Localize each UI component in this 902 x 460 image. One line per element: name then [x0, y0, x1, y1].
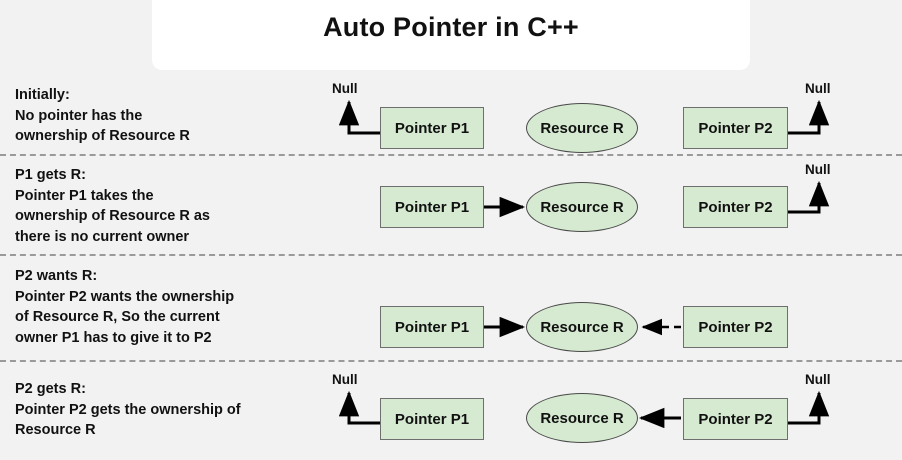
null-label-p1-row4: Null: [332, 372, 358, 387]
null-label-p2-row4: Null: [805, 372, 831, 387]
pointer-p2-box-row1[interactable]: Pointer P2: [683, 107, 788, 149]
row-divider-3: [0, 360, 902, 362]
null-label-p2-row1: Null: [805, 81, 831, 96]
row-description-p2-wants-r: P2 wants R: Pointer P2 wants the ownersh…: [15, 268, 235, 346]
row-description-initially: Initially: No pointer has the ownership …: [15, 87, 190, 144]
pointer-p1-box-row3[interactable]: Pointer P1: [380, 306, 484, 348]
pointer-p2-box-row4[interactable]: Pointer P2: [683, 398, 788, 440]
pointer-p2-box-row3[interactable]: Pointer P2: [683, 306, 788, 348]
null-label-p2-row2: Null: [805, 162, 831, 177]
resource-r-node-row2[interactable]: Resource R: [526, 182, 638, 232]
pointer-p1-box-row1[interactable]: Pointer P1: [380, 107, 484, 149]
null-arrow-p2-row1: [788, 99, 830, 135]
pointer-p1-box-row4[interactable]: Pointer P1: [380, 398, 484, 440]
row-description-p1-gets-r: P1 gets R: Pointer P1 takes the ownershi…: [15, 167, 210, 245]
null-label-p1-row1: Null: [332, 81, 358, 96]
resource-r-node-row3[interactable]: Resource R: [526, 302, 638, 352]
title-card: Auto Pointer in C++: [152, 0, 750, 70]
pointer-p1-box-row2[interactable]: Pointer P1: [380, 186, 484, 228]
null-arrow-p1-row1: [338, 99, 380, 135]
row-divider-1: [0, 154, 902, 156]
null-arrow-p2-row4: [788, 390, 830, 425]
resource-r-node-row4[interactable]: Resource R: [526, 393, 638, 443]
null-arrow-p2-row2: [788, 180, 830, 214]
page-title: Auto Pointer in C++: [323, 12, 579, 42]
null-arrow-p1-row4: [338, 390, 380, 425]
row-description-p2-gets-r: P2 gets R: Pointer P2 gets the ownership…: [15, 381, 241, 438]
resource-r-node-row1[interactable]: Resource R: [526, 103, 638, 153]
pointer-p2-box-row2[interactable]: Pointer P2: [683, 186, 788, 228]
row-divider-2: [0, 254, 902, 256]
